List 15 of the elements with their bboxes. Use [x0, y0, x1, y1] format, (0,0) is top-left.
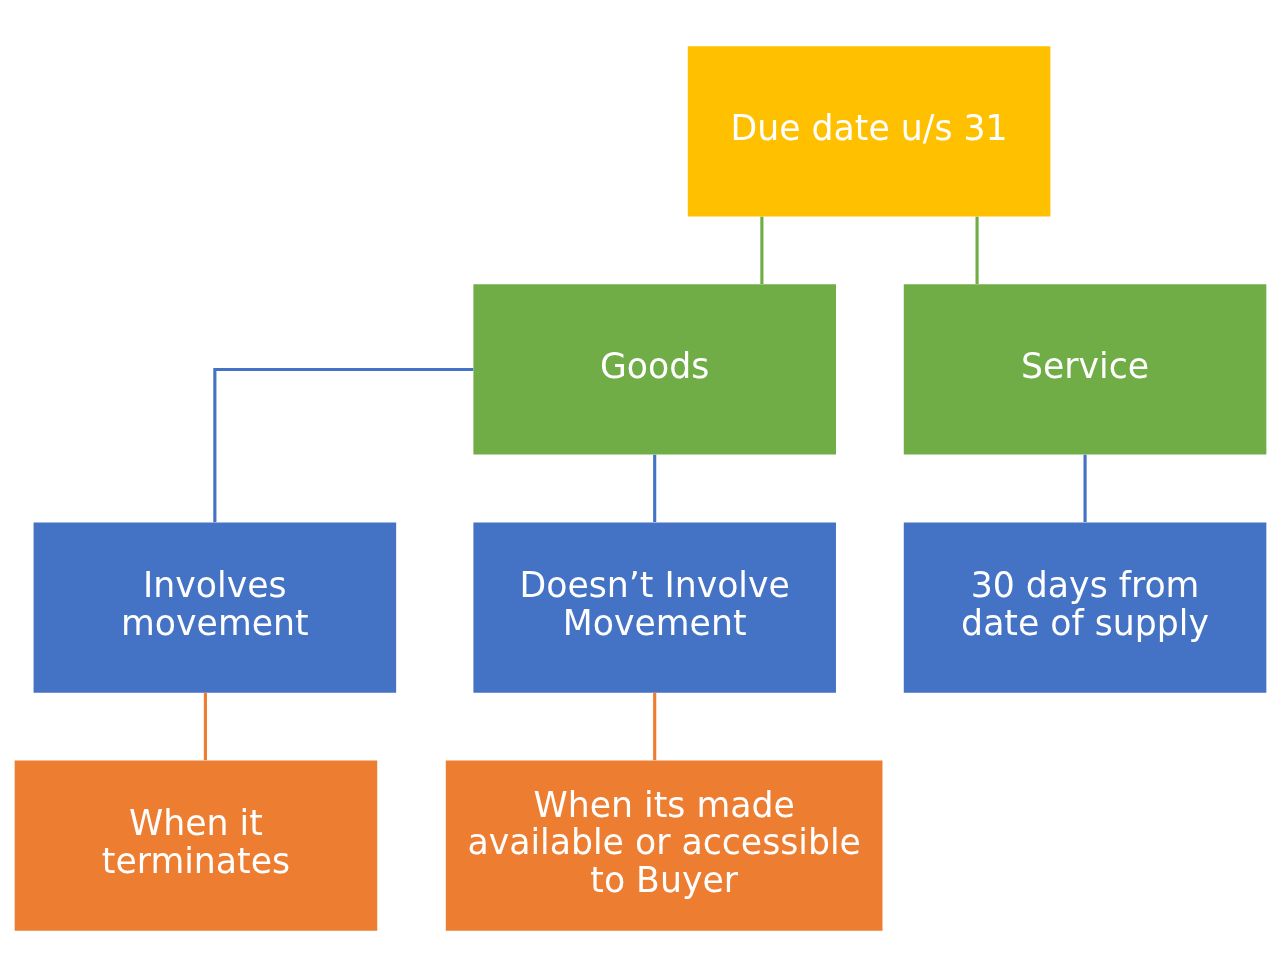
- connector: [203, 692, 207, 761]
- connector: [975, 216, 979, 284]
- connector: [213, 367, 474, 523]
- connector: [1083, 454, 1087, 523]
- connector: [653, 692, 657, 761]
- node-box: 30 days from date of supply: [903, 522, 1267, 693]
- connector: [760, 216, 764, 284]
- node-box: When its made available or accessible to Buyer: [445, 760, 883, 931]
- node-box: Service: [903, 284, 1267, 455]
- node-box: When it terminates: [14, 760, 378, 931]
- connector: [653, 454, 657, 523]
- node-box: Goods: [473, 284, 836, 455]
- node-box: Due date u/s 31: [687, 46, 1051, 217]
- node-box: Involves movement: [33, 522, 397, 693]
- node-box: Doesn’t Involve Movement: [473, 522, 836, 693]
